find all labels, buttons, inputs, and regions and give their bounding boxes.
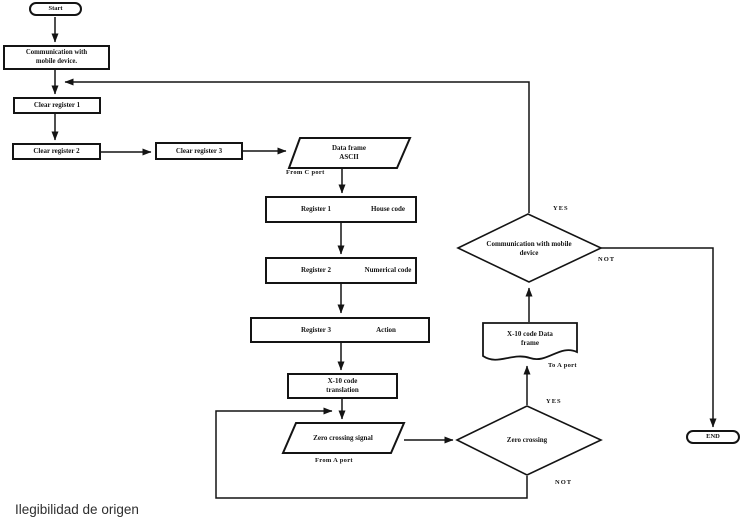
clear-register-2-label: Clear register 2 bbox=[33, 147, 80, 156]
data-frame-ascii-text: Data frame ASCII bbox=[295, 140, 403, 166]
zero-crossing-decision-label: Zero crossing bbox=[506, 435, 548, 444]
register-1-label: Register 1 bbox=[301, 205, 331, 214]
comm-yes-label: YES bbox=[553, 205, 569, 212]
data-frame-ascii-label: Data frame ASCII bbox=[331, 144, 366, 161]
process-x10-translation: X-10 code translation bbox=[287, 373, 398, 399]
from-a-port-label: From A port bbox=[315, 457, 353, 464]
zero-crossing-signal-text: Zero crossing signal bbox=[286, 425, 400, 451]
comm-not-label: NOT bbox=[598, 256, 616, 263]
start-label: Start bbox=[48, 4, 63, 12]
process-register-2: Register 2 Numerical code bbox=[265, 257, 417, 284]
x10-translation-label: X-10 code translation bbox=[326, 377, 359, 394]
figure-caption: Ilegibilidad de origen bbox=[15, 502, 139, 517]
clear-register-1-label: Clear register 1 bbox=[33, 101, 81, 110]
house-code-label: House code bbox=[370, 205, 406, 214]
numerical-code-label: Numerical code bbox=[364, 266, 412, 275]
process-communication-label: Communication with mobile device. bbox=[25, 49, 88, 65]
zero-yes-label: YES bbox=[546, 398, 562, 405]
communication-decision-text: Communication with mobile device bbox=[469, 238, 589, 260]
process-register-1: Register 1 House code bbox=[265, 196, 417, 223]
communication-decision-label: Communication with mobile device bbox=[486, 240, 572, 257]
start-terminator: Start bbox=[29, 2, 82, 16]
from-c-port-label: From C port bbox=[286, 169, 325, 176]
to-a-port-label: To A port bbox=[548, 362, 577, 369]
process-clear-register-1: Clear register 1 bbox=[13, 97, 101, 114]
end-label: END bbox=[706, 432, 720, 440]
zero-not-label: NOT bbox=[555, 479, 573, 486]
end-terminator: END bbox=[686, 430, 740, 444]
action-label: Action bbox=[376, 325, 396, 334]
zero-crossing-decision-text: Zero crossing bbox=[477, 434, 577, 446]
process-register-3: Register 3 Action bbox=[250, 317, 430, 343]
clear-register-3-label: Clear register 3 bbox=[175, 146, 223, 155]
register-2-label: Register 2 bbox=[301, 266, 331, 275]
process-clear-register-3: Clear register 3 bbox=[155, 142, 243, 160]
process-clear-register-2: Clear register 2 bbox=[12, 143, 101, 160]
register-3-label: Register 3 bbox=[301, 325, 331, 334]
x10-data-frame-text: X-10 code Data frame bbox=[483, 326, 577, 352]
process-communication: Communication with mobile device. bbox=[3, 45, 110, 70]
zero-crossing-signal-label: Zero crossing signal bbox=[313, 433, 373, 442]
x10-data-frame-label: X-10 code Data frame bbox=[507, 330, 553, 347]
